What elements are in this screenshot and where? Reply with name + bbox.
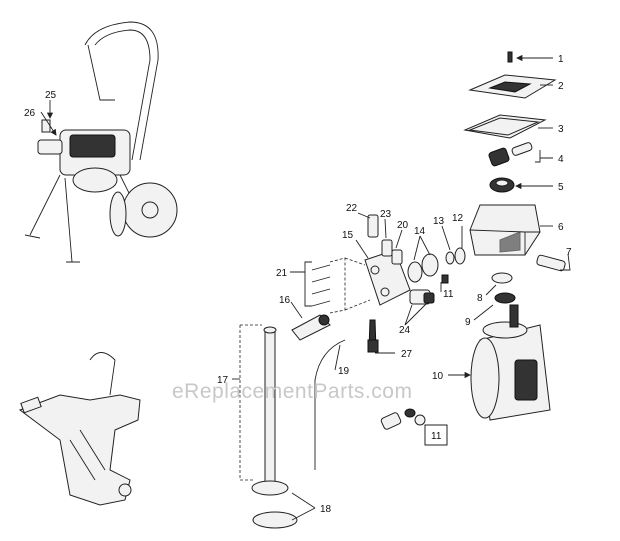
part-14-seat — [407, 261, 423, 283]
callout-21: 21 — [276, 268, 288, 279]
part-20-valve — [391, 249, 403, 265]
callout-18: 18 — [320, 504, 332, 515]
part-13-oring — [445, 251, 455, 265]
part-21-bolts — [311, 264, 331, 307]
callout-13: 13 — [433, 216, 445, 227]
callout-27: 27 — [401, 349, 413, 360]
part-10-motor — [470, 304, 551, 421]
sprayer-cart-illustration — [24, 21, 178, 263]
callout-leaders — [40, 54, 571, 521]
part-11-inset — [380, 408, 448, 446]
callout-5: 5 — [558, 182, 564, 193]
callout-12: 12 — [452, 213, 464, 224]
pressure-control-assembly — [463, 51, 566, 304]
callout-3: 3 — [558, 124, 564, 135]
watermark-text: eReplacementParts.com — [172, 380, 412, 403]
part-18-screen — [252, 511, 298, 529]
part-1-screw — [507, 51, 513, 63]
part-9-bearing — [494, 292, 516, 304]
callout-8: 8 — [477, 293, 483, 304]
part-4-spring — [488, 147, 510, 167]
callout-2: 2 — [558, 81, 564, 92]
valve-assembly — [291, 214, 466, 353]
part-11-inset-box — [424, 424, 448, 446]
part-19-hose — [314, 339, 346, 470]
part-12-seal — [454, 247, 466, 265]
part-23-fitting — [381, 239, 393, 257]
part-8-washer — [491, 272, 513, 284]
callout-6: 6 — [558, 222, 564, 233]
callout-16: 16 — [279, 295, 291, 306]
part-22-fitting — [367, 214, 379, 238]
callout-17: 17 — [217, 375, 229, 386]
callout-9: 9 — [465, 317, 471, 328]
callout-10: 10 — [432, 371, 444, 382]
part-18-strainer — [251, 480, 289, 496]
callout-labels: 1 2 3 4 5 6 7 8 9 10 11 11 12 13 14 15 1… — [24, 54, 572, 515]
callout-26: 26 — [24, 108, 36, 119]
callout-1: 1 — [558, 54, 564, 65]
callout-25: 25 — [45, 90, 57, 101]
callout-22: 22 — [346, 203, 358, 214]
callout-15: 15 — [342, 230, 354, 241]
part-15-manifold — [364, 249, 411, 306]
part-17-suction-tube — [264, 331, 276, 488]
callout-7: 7 — [566, 247, 572, 258]
callout-14: 14 — [414, 226, 426, 237]
callout-24: 24 — [399, 325, 411, 336]
callout-4: 4 — [558, 154, 564, 165]
callout-20: 20 — [397, 220, 409, 231]
spray-gun-illustration — [18, 352, 141, 506]
part-7-knob — [536, 254, 566, 272]
part-14-valve — [421, 253, 439, 277]
callout-23: 23 — [380, 209, 392, 220]
callout-19: 19 — [338, 366, 350, 377]
callout-11-inset: 11 — [431, 431, 442, 442]
suction-assembly — [239, 324, 346, 529]
callout-11-valve: 11 — [443, 289, 454, 300]
part-11-pin — [441, 274, 449, 284]
